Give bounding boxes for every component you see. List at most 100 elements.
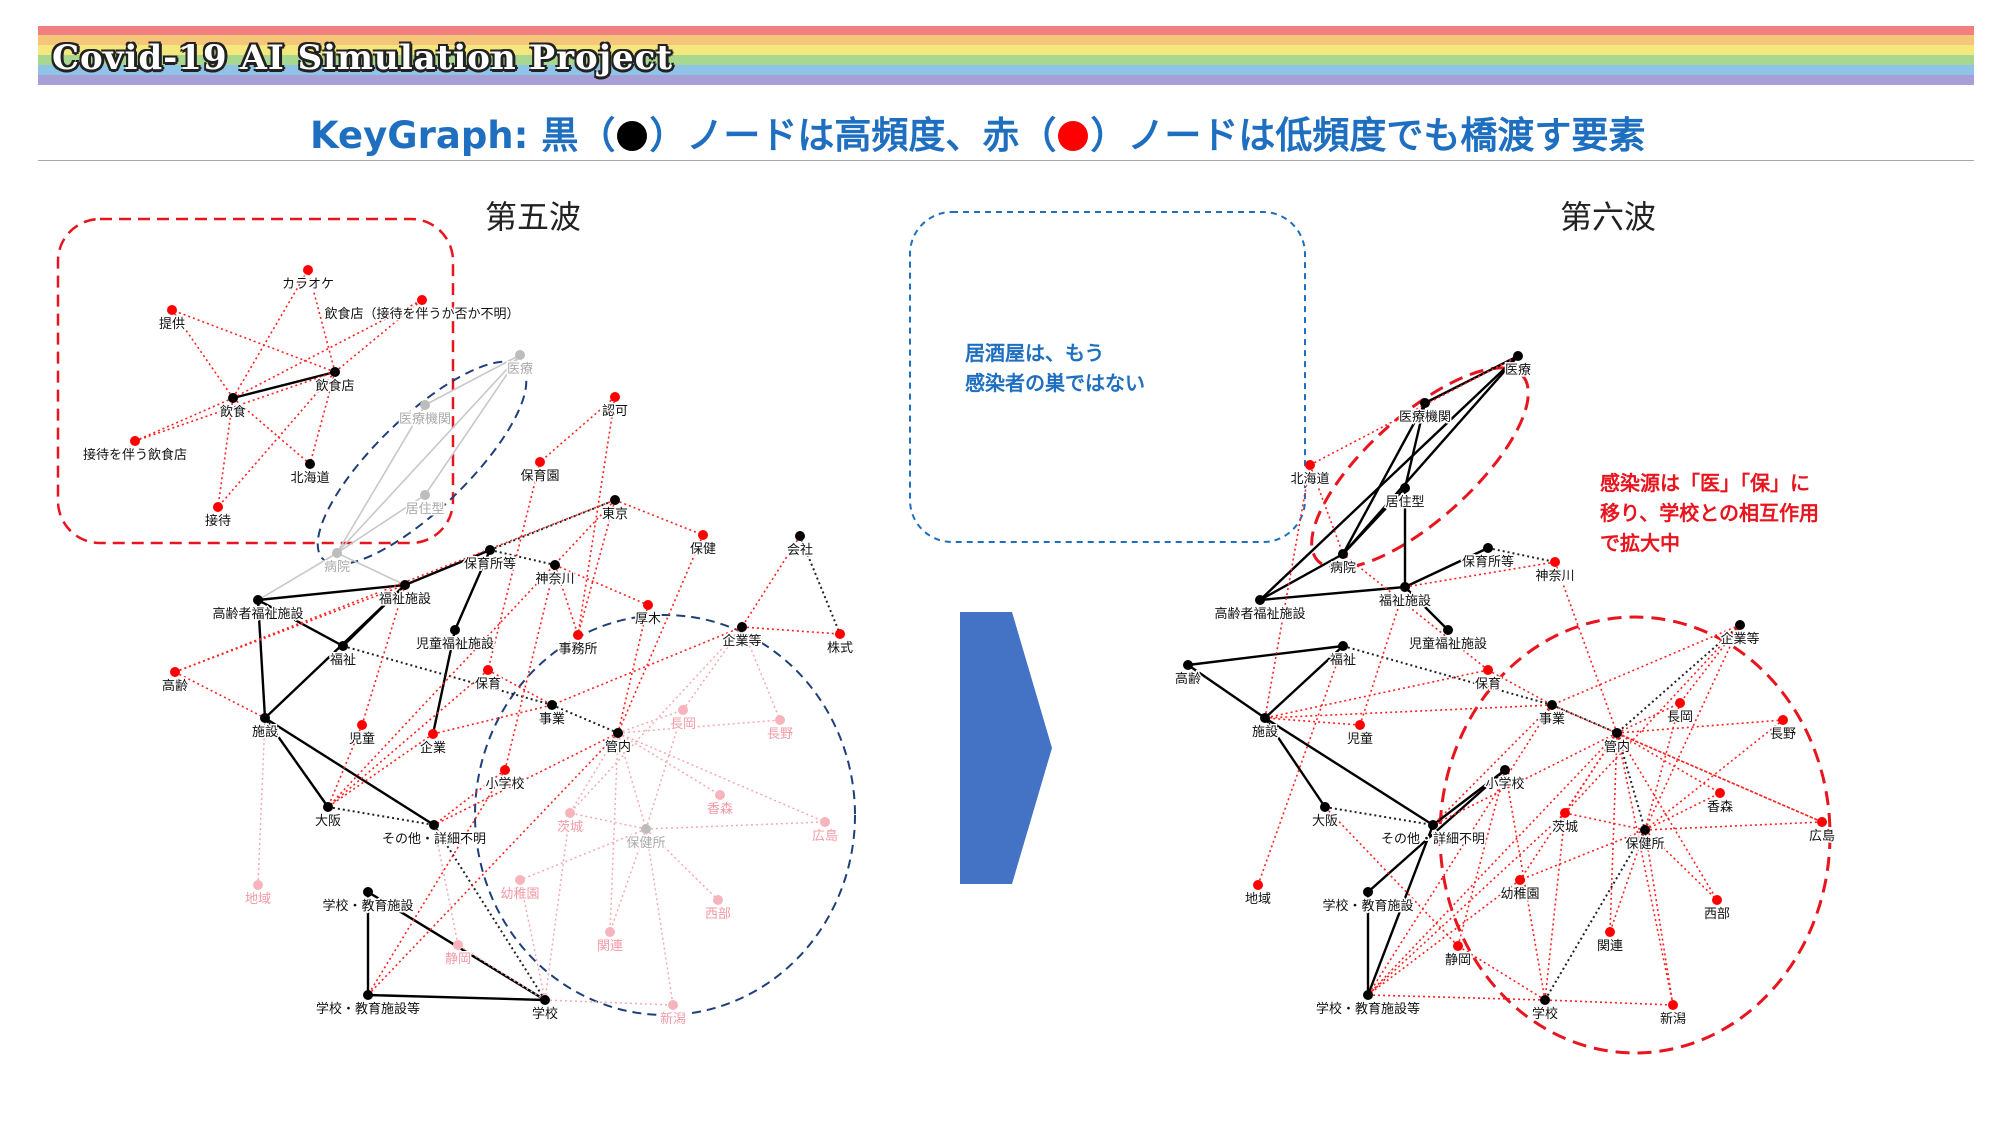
right-graph-edge — [1616, 732, 1674, 1006]
left-graph-edge — [232, 397, 311, 465]
right-graph-edge — [1324, 806, 1459, 947]
right-graph-edge — [1309, 355, 1519, 466]
right-graph-edge — [1564, 624, 1741, 814]
left-node-label: 福祉施設 — [379, 591, 431, 607]
right-node-label: 保育 — [1475, 676, 1501, 692]
right-graph-edge — [1367, 769, 1506, 893]
right-graph-edge — [1342, 645, 1553, 706]
right-node-dot — [1513, 351, 1523, 361]
left-node-label: 株式 — [827, 641, 853, 656]
left-graph-edge — [232, 370, 336, 400]
right-graph-edge — [1264, 704, 1553, 719]
right-graph-edge — [1644, 702, 1681, 831]
left-node-dot — [167, 305, 177, 315]
rainbow-stripe — [38, 75, 1974, 85]
right-graph-edge — [1259, 355, 1519, 601]
right-node-dot — [1338, 641, 1348, 651]
right-node-label: 保健所 — [1625, 837, 1664, 852]
left-graph-edge — [544, 812, 571, 1001]
left-node-dot — [213, 502, 223, 512]
right-node-dot — [1715, 788, 1725, 798]
right-node-dot — [1338, 549, 1348, 559]
left-node-label: 企業 — [420, 740, 446, 756]
left-node-label: 保育 — [475, 676, 501, 692]
left-graph-edge — [327, 499, 616, 808]
right-node-label: 病院 — [1330, 561, 1356, 576]
left-node-dot — [565, 808, 575, 818]
rainbow-banner — [38, 26, 1974, 89]
right-graph-edge — [1679, 624, 1741, 704]
left-graph-edge — [645, 709, 684, 830]
right-node-label: 長野 — [1770, 727, 1796, 742]
left-node-label: 長野 — [767, 727, 793, 742]
left-graph-edge — [569, 626, 743, 814]
right-node-dot — [1363, 887, 1373, 897]
right-graph-edge — [1367, 994, 1546, 1001]
right-graph-edge — [1367, 732, 1618, 996]
left-graph-edge — [327, 669, 489, 808]
right-graph-edge — [1342, 487, 1406, 555]
left-node-dot — [253, 595, 263, 605]
right-node-dot — [1183, 660, 1193, 670]
red-callout-line2: 移り、学校との相互作用 — [1600, 501, 1819, 525]
left-node-label: 飲食 — [220, 404, 246, 420]
right-graph-edge — [1264, 669, 1489, 719]
right-node-dot — [1675, 698, 1685, 708]
right-node-dot — [1253, 880, 1263, 890]
right-node-label: その他・詳細不明 — [1381, 831, 1485, 847]
left-node-dot — [483, 665, 493, 675]
right-graph-edge — [1264, 645, 1344, 719]
rainbow-stripe — [38, 65, 1974, 75]
left-graph-edge — [134, 371, 336, 442]
left-graph-edge — [645, 821, 826, 830]
right-graph-edge — [1644, 829, 1674, 1006]
right-node-dot — [1515, 875, 1525, 885]
left-node-dot — [130, 436, 140, 446]
left-node-label: 西部 — [705, 907, 731, 922]
left-node-dot — [330, 367, 340, 377]
right-node-dot — [1363, 990, 1373, 1000]
right-graph-edge — [1564, 812, 1646, 831]
left-graph-edge — [327, 733, 434, 808]
right-graph-edge — [1264, 716, 1434, 827]
right-node-dot — [1500, 765, 1510, 775]
left-graph-edge — [617, 719, 781, 734]
left-graph-edge — [404, 548, 491, 587]
left-node-dot — [429, 820, 439, 830]
right-graph-edge — [1504, 769, 1546, 1001]
left-node-dot — [737, 622, 747, 632]
left-node-dot — [775, 715, 785, 725]
left-node-label: 学校・教育施設等 — [316, 1001, 420, 1017]
right-graph-edge — [1616, 732, 1646, 831]
left-node-dot — [698, 530, 708, 540]
blue-callout-line2: 感染者の巣ではない — [965, 371, 1145, 395]
right-node-dot — [1420, 398, 1430, 408]
right-node-dot — [1778, 715, 1788, 725]
left-graph-edge — [309, 371, 336, 465]
empty-restaurant-box — [909, 211, 1306, 543]
left-node-dot — [450, 625, 460, 635]
left-node-label: 会社 — [787, 542, 813, 558]
right-node-dot — [1712, 895, 1722, 905]
left-graph-edge — [544, 999, 674, 1006]
rainbow-stripe — [38, 45, 1974, 55]
right-node-dot — [1428, 820, 1438, 830]
right-node-label: 施設 — [1252, 724, 1278, 740]
left-graph-edge — [432, 704, 553, 735]
left-node-label: 学校 — [532, 1006, 558, 1022]
left-node-dot — [678, 705, 688, 715]
left-node-label: 東京 — [602, 506, 628, 522]
right-graph-edge — [1404, 561, 1556, 588]
left-graph-edge — [645, 828, 674, 1006]
right-graph-edge — [1259, 552, 1344, 602]
left-node-label: 広島 — [812, 829, 838, 844]
left-node-dot — [303, 265, 313, 275]
right-node-label: 福祉施設 — [1379, 593, 1431, 609]
left-node-dot — [500, 765, 510, 775]
left-node-dot — [668, 1000, 678, 1010]
rainbow-stripe — [38, 26, 1974, 35]
right-node-dot — [1817, 817, 1827, 827]
subtitle-part-1: KeyGraph: 黒（ — [310, 114, 616, 157]
left-node-dot — [170, 667, 180, 677]
